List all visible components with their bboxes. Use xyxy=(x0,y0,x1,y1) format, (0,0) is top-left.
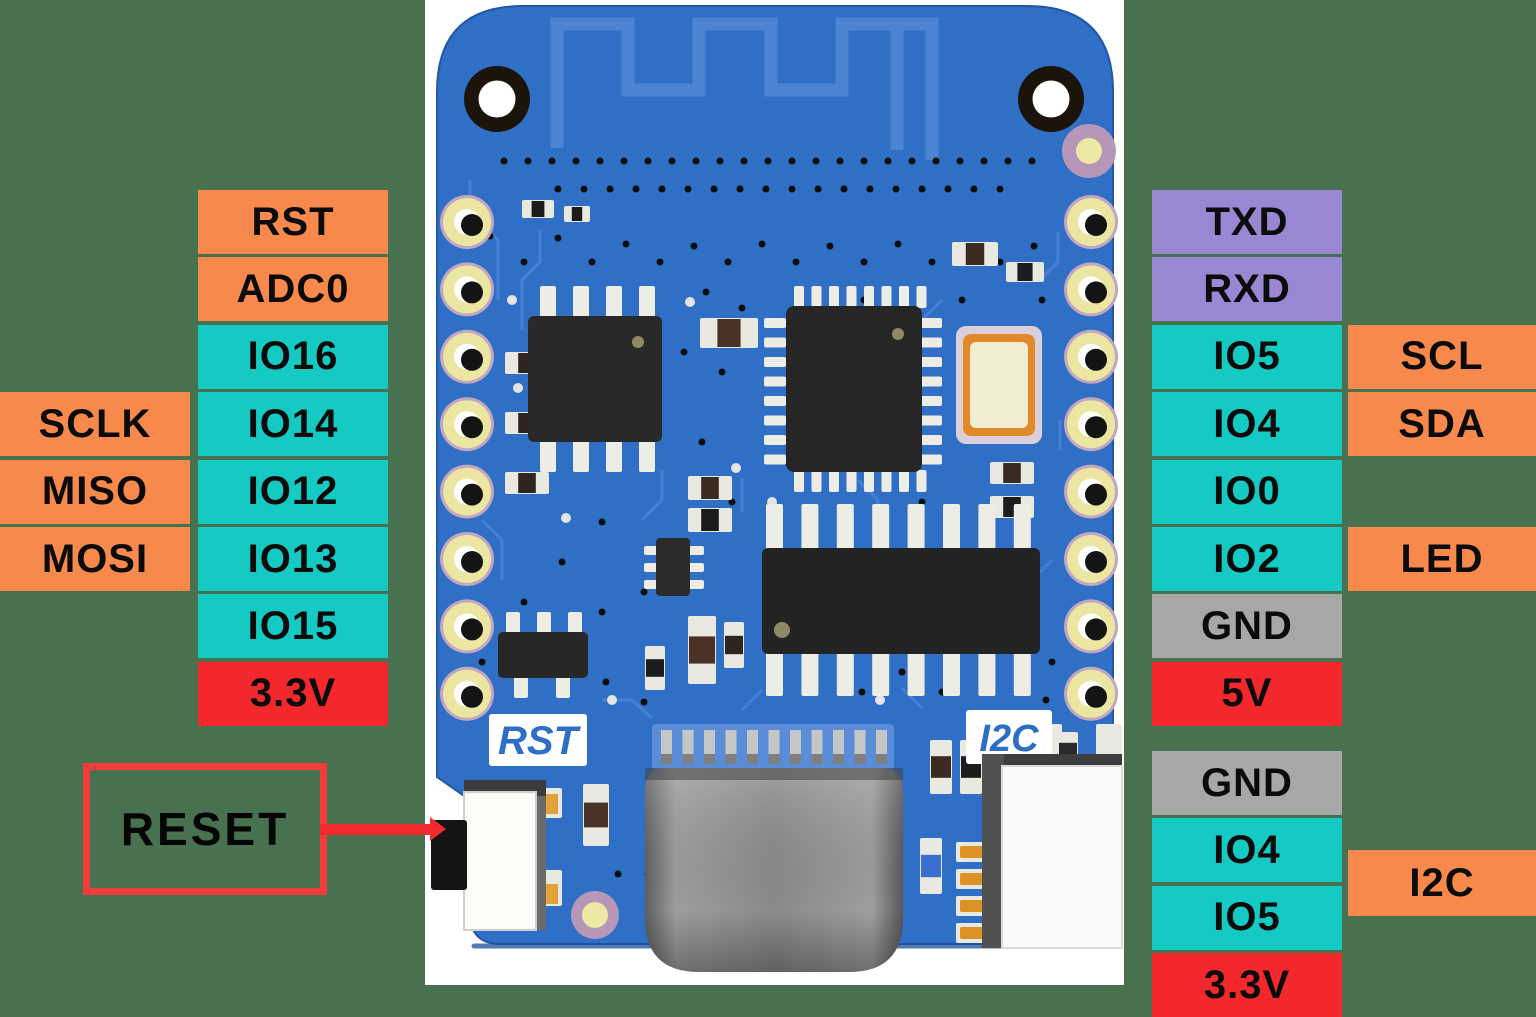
silkscreen-i2c: I2C xyxy=(966,710,1052,764)
pin-label-io13: IO13 xyxy=(198,527,388,591)
pin-label-io16: IO16 xyxy=(198,324,388,389)
pin-label-sda: SDA xyxy=(1348,392,1536,457)
pin-label-io4: IO4 xyxy=(1152,392,1342,457)
regulator-chip xyxy=(498,612,588,698)
reset-callout-line xyxy=(320,824,432,835)
pin-label-33v: 3.3V xyxy=(198,661,388,726)
esp-chip xyxy=(764,286,942,492)
pin-label-33v: 3.3V xyxy=(1152,953,1342,1017)
usb-pins xyxy=(661,730,887,764)
pin-label-rxd: RXD xyxy=(1152,257,1342,322)
plated-hole-top-right xyxy=(1062,124,1116,178)
pin-label-io5: IO5 xyxy=(1152,885,1342,950)
soic16-chip xyxy=(762,504,1040,696)
mounting-hole-right xyxy=(1018,66,1084,132)
pin-label-scl: SCL xyxy=(1348,324,1536,389)
sot23-chip xyxy=(644,538,704,596)
pin-label-gnd: GND xyxy=(1152,751,1342,815)
pin-label-rst: RST xyxy=(198,190,388,254)
pcb-outline xyxy=(436,5,1114,945)
board-photo: RST I2C xyxy=(425,0,1124,985)
pin-label-io0: IO0 xyxy=(1152,459,1342,524)
reset-callout-arrow xyxy=(430,817,446,841)
board-illustration: RST I2C xyxy=(431,5,1123,972)
silkscreen-rst-text: RST xyxy=(498,719,582,763)
pin-label-5v: 5V xyxy=(1152,661,1342,726)
usb-c-connector xyxy=(645,768,903,972)
pin-label-gnd: GND xyxy=(1152,594,1342,659)
pin-label-led: LED xyxy=(1348,527,1536,591)
flash-chip xyxy=(528,286,662,472)
silkscreen-i2c-text: I2C xyxy=(979,718,1039,760)
reset-button xyxy=(431,780,558,931)
pin-label-io5: IO5 xyxy=(1152,324,1342,389)
pin-label-sclk: SCLK xyxy=(0,392,190,457)
mounting-hole-left xyxy=(464,66,530,132)
pin-label-io2: IO2 xyxy=(1152,527,1342,591)
i2c-bracket-label: I2C xyxy=(1348,850,1536,916)
reset-callout: RESET xyxy=(83,763,327,895)
pin-label-io4: IO4 xyxy=(1152,818,1342,883)
pin-holes xyxy=(440,195,1118,721)
pin-label-mosi: MOSI xyxy=(0,527,190,591)
pin-label-txd: TXD xyxy=(1152,190,1342,254)
pin-label-io14: IO14 xyxy=(198,392,388,457)
pin-label-adc0: ADC0 xyxy=(198,257,388,322)
i2c-connector xyxy=(956,754,1123,949)
crystal-oscillator xyxy=(956,326,1042,444)
pin-label-io12: IO12 xyxy=(198,459,388,524)
antenna-trace xyxy=(550,17,939,160)
silkscreen-rst: RST xyxy=(489,714,587,766)
reset-callout-text: RESET xyxy=(120,803,290,855)
pin-label-io15: IO15 xyxy=(198,594,388,659)
pin-label-miso: MISO xyxy=(0,459,190,524)
plated-hole-bottom-left xyxy=(571,891,619,939)
